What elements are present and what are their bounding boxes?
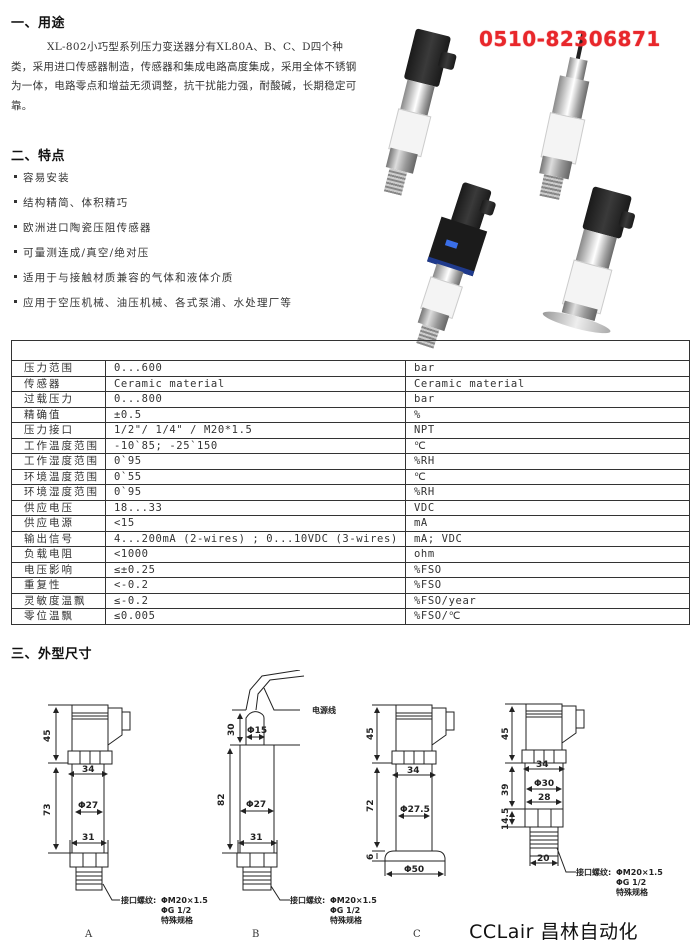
svg-text:Φ27: Φ27 bbox=[78, 801, 98, 811]
svg-text:ΦG 1/2: ΦG 1/2 bbox=[616, 878, 646, 887]
table-row: 工作温度范围-10`85; -25`150℃ bbox=[11, 437, 690, 454]
svg-text:B: B bbox=[252, 929, 259, 940]
svg-text:C: C bbox=[413, 929, 421, 940]
svg-text:28: 28 bbox=[538, 793, 551, 803]
svg-text:特殊规格: 特殊规格 bbox=[161, 915, 194, 925]
table-header-row bbox=[11, 340, 690, 361]
svg-text:A: A bbox=[84, 929, 93, 940]
svg-text:20: 20 bbox=[537, 854, 550, 864]
feature-item: 适用于与接触材质兼容的气体和液体介质 bbox=[12, 270, 292, 295]
feature-item: 结构精简、体积精巧 bbox=[12, 195, 292, 220]
section-dimensions-heading: 三、外型尺寸 bbox=[11, 647, 93, 662]
features-list: 容易安装 结构精简、体积精巧 欧洲进口陶瓷压阻传感器 可量测连成/真空/绝对压 … bbox=[12, 170, 292, 320]
svg-text:45: 45 bbox=[43, 729, 53, 742]
diagram-b bbox=[222, 670, 305, 901]
svg-text:34: 34 bbox=[536, 760, 549, 770]
svg-text:34: 34 bbox=[82, 765, 95, 775]
table-row: 灵敏度温飘≤-0.2%FSO/year bbox=[11, 592, 690, 609]
dimension-labels-d: 45 34 39 Φ30 28 14.5 20 接口螺纹: ΦM20×1.5 Φ… bbox=[501, 727, 663, 897]
svg-text:Φ30: Φ30 bbox=[534, 779, 554, 789]
dimension-drawings: 45 34 73 Φ27 31 接口螺纹: ΦM20×1.5 ΦG 1/2 特殊… bbox=[43, 670, 663, 940]
usage-paragraph-first: XL-802小巧型系列压力变送器分有XL80A、B、C、D四个种类， bbox=[11, 41, 344, 73]
dimension-labels-b: 30 Φ15 82 Φ27 31 电源线 接口螺纹: ΦM20×1.5 ΦG 1… bbox=[217, 705, 377, 940]
diagram-a bbox=[48, 704, 131, 901]
svg-text:72: 72 bbox=[366, 799, 376, 812]
bullet-icon bbox=[14, 225, 17, 228]
svg-text:73: 73 bbox=[43, 803, 53, 816]
bullet-icon bbox=[14, 300, 17, 303]
svg-text:ΦM20×1.5: ΦM20×1.5 bbox=[161, 896, 208, 905]
svg-text:82: 82 bbox=[217, 793, 227, 806]
svg-text:30: 30 bbox=[227, 723, 237, 736]
bullet-icon bbox=[14, 275, 17, 278]
usage-paragraph: XL-802小巧型系列压力变送器分有XL80A、B、C、D四个种类，采用进口传感… bbox=[11, 38, 359, 116]
table-row: 电压影响≤±0.25%FSO bbox=[11, 561, 690, 578]
dimension-labels-a: 45 34 73 Φ27 31 接口螺纹: ΦM20×1.5 ΦG 1/2 特殊… bbox=[43, 729, 208, 940]
svg-text:ΦM20×1.5: ΦM20×1.5 bbox=[330, 896, 377, 905]
bullet-icon bbox=[14, 175, 17, 178]
svg-text:接口螺纹:: 接口螺纹: bbox=[290, 895, 325, 905]
svg-text:特殊规格: 特殊规格 bbox=[616, 887, 649, 897]
phone-number: 0510-82306871 bbox=[479, 27, 661, 51]
svg-text:电源线: 电源线 bbox=[312, 705, 336, 715]
feature-item: 可量测连成/真空/绝对压 bbox=[12, 245, 292, 270]
svg-text:39: 39 bbox=[501, 783, 511, 796]
svg-text:45: 45 bbox=[501, 727, 511, 740]
section-usage-heading: 一、用途 bbox=[11, 16, 66, 31]
svg-text:6: 6 bbox=[366, 854, 376, 860]
bullet-icon bbox=[14, 250, 17, 253]
diagram-c bbox=[372, 704, 455, 877]
svg-text:接口螺纹:: 接口螺纹: bbox=[576, 867, 611, 877]
svg-text:45: 45 bbox=[366, 727, 376, 740]
svg-text:Φ27.5: Φ27.5 bbox=[400, 805, 430, 815]
svg-text:31: 31 bbox=[250, 833, 263, 843]
feature-item: 应用于空压机械、油压机械、各式泵浦、水处理厂等 bbox=[12, 295, 292, 320]
svg-text:ΦG 1/2: ΦG 1/2 bbox=[330, 906, 360, 915]
svg-text:31: 31 bbox=[82, 833, 95, 843]
svg-text:34: 34 bbox=[407, 766, 420, 776]
svg-text:特殊规格: 特殊规格 bbox=[330, 915, 363, 925]
svg-text:接口螺纹:: 接口螺纹: bbox=[121, 895, 156, 905]
bullet-icon bbox=[14, 200, 17, 203]
brand-logo-text: CCLair 昌林自动化 bbox=[469, 921, 638, 943]
svg-text:ΦG 1/2: ΦG 1/2 bbox=[161, 906, 191, 915]
usage-paragraph-rest: 采用进口传感器制造，传感器和集成电路高度集成，采用全体不锈钢为一体，电路零点和增… bbox=[11, 60, 357, 112]
svg-text:Φ50: Φ50 bbox=[404, 865, 424, 875]
table-row: 零位温飘≤0.005%FSO/℃ bbox=[11, 608, 690, 625]
table-row: 重复性<-0.2%FSO bbox=[11, 577, 690, 594]
table-row: 精确值±0.5% bbox=[11, 406, 690, 423]
svg-text:14.5: 14.5 bbox=[501, 808, 511, 830]
diagram-d bbox=[505, 703, 585, 873]
svg-text:ΦM20×1.5: ΦM20×1.5 bbox=[616, 868, 663, 877]
feature-item: 欧洲进口陶瓷压阻传感器 bbox=[12, 220, 292, 245]
section-features-heading: 二、特点 bbox=[11, 149, 66, 164]
svg-text:Φ27: Φ27 bbox=[246, 800, 266, 810]
feature-item: 容易安装 bbox=[12, 170, 292, 195]
svg-text:Φ15: Φ15 bbox=[247, 726, 267, 736]
dimension-labels-c: 45 34 72 Φ27.5 6 Φ50 C bbox=[366, 727, 430, 940]
